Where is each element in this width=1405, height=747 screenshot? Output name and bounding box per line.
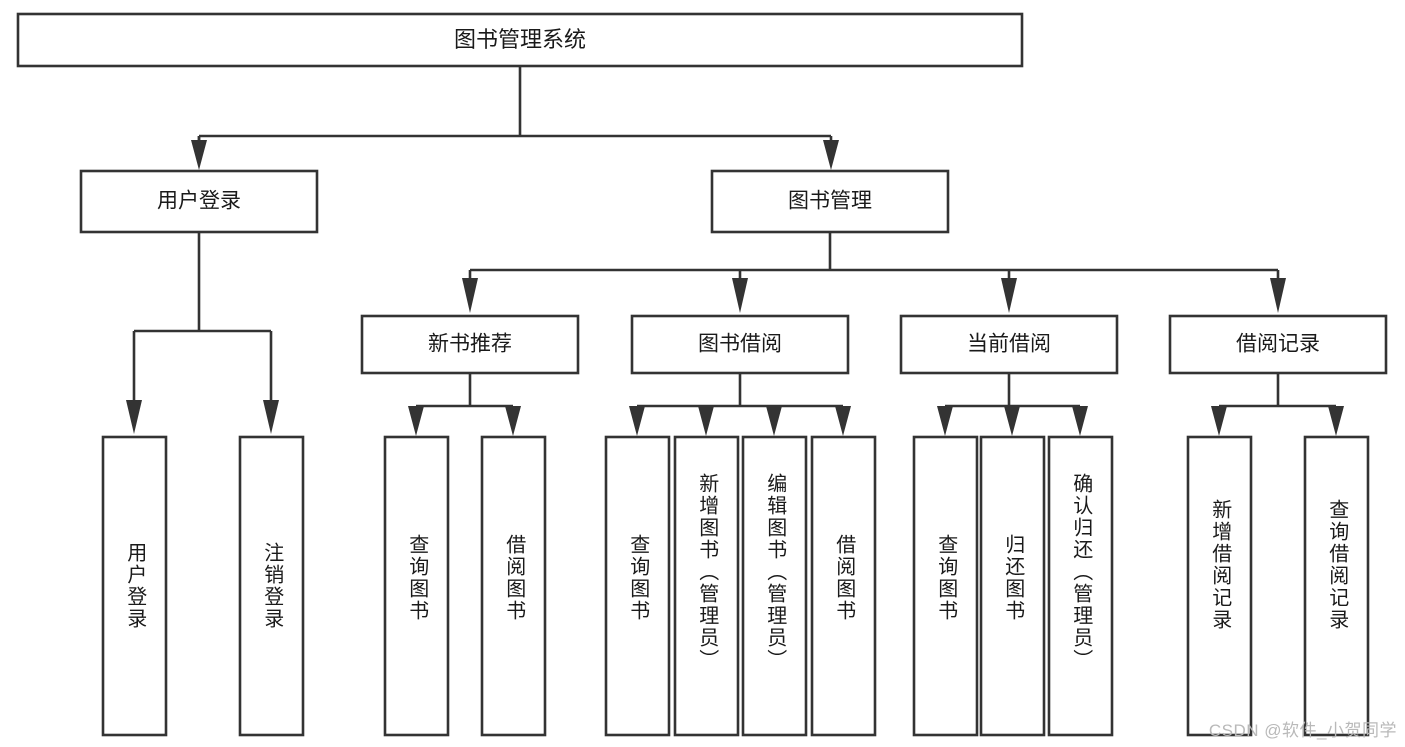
arrow-head-book-borrow [732,278,748,313]
connector-group-new-book-rec [408,373,521,436]
node-leaf-current-1-label: 查询图书 [935,534,958,622]
node-leaf-record-2-label: 查询借阅记录 [1326,499,1349,631]
arrow-head-new-book-rec [462,278,478,313]
connector-group-user-login [126,232,279,434]
node-leaf-book-borrow-2-box[interactable] [673,435,740,737]
node-borrow-record[interactable]: 借阅记录 [1168,314,1388,375]
node-leaf-new-book-1-box[interactable] [383,435,450,737]
node-leaf-current-3[interactable]: 确认归还（管理员） [1047,435,1114,737]
node-root-label: 图书管理系统 [454,27,586,52]
node-leaf-book-borrow-1[interactable]: 查询图书 [604,435,671,737]
node-leaf-user-login-1-box[interactable] [101,435,168,737]
arrow-head-book-manage [823,140,839,170]
connector-group-borrow-record [1211,373,1344,436]
node-new-book-rec-label: 新书推荐 [428,333,512,356]
arrow-head-record-leaf-2 [1328,406,1344,436]
node-new-book-rec[interactable]: 新书推荐 [360,314,580,375]
node-leaf-user-login-2-label: 注销登录 [261,542,284,630]
node-leaf-user-login-2[interactable]: 注销登录 [238,435,305,737]
node-root[interactable]: 图书管理系统 [16,12,1024,68]
node-leaf-book-borrow-4[interactable]: 借阅图书 [810,435,877,737]
node-book-manage[interactable]: 图书管理 [710,169,950,234]
node-leaf-new-book-2[interactable]: 借阅图书 [480,435,547,737]
node-leaf-current-1-box[interactable] [912,435,979,737]
arrow-head-current-leaf-2 [1004,406,1020,436]
node-leaf-current-1[interactable]: 查询图书 [912,435,979,737]
arrow-head-book-borrow-leaf-3 [766,406,782,436]
node-leaf-current-2-label: 归还图书 [1002,534,1025,622]
node-user-login[interactable]: 用户登录 [79,169,319,234]
node-leaf-book-borrow-4-box[interactable] [810,435,877,737]
node-leaf-book-borrow-3-box[interactable] [741,435,808,737]
arrow-head-book-borrow-leaf-4 [835,406,851,436]
node-leaf-user-login-1[interactable]: 用户登录 [101,435,168,737]
arrow-head-user-login-leaf-2 [263,400,279,434]
connector-group-root [191,66,839,170]
node-leaf-new-book-1[interactable]: 查询图书 [383,435,450,737]
node-borrow-record-box[interactable] [1168,314,1388,375]
node-leaf-current-2-box[interactable] [979,435,1046,737]
node-leaf-current-3-label: 确认归还（管理员） [1070,473,1093,671]
node-current-borrow[interactable]: 当前借阅 [899,314,1119,375]
node-leaf-record-2-box[interactable] [1303,435,1370,737]
node-book-manage-label: 图书管理 [788,190,872,213]
node-leaf-current-3-box[interactable] [1047,435,1114,737]
arrow-head-current-leaf-1 [937,406,953,436]
arrow-head-user-login [191,140,207,170]
arrow-head-record-leaf-1 [1211,406,1227,436]
node-leaf-user-login-2-box[interactable] [238,435,305,737]
arrow-head-current-borrow [1001,278,1017,313]
node-leaf-current-2[interactable]: 归还图书 [979,435,1046,737]
arrow-head-book-borrow-leaf-1 [629,406,645,436]
arrow-head-user-login-leaf-1 [126,400,142,434]
node-borrow-record-label: 借阅记录 [1236,333,1320,356]
node-leaf-book-borrow-3-label: 编辑图书（管理员） [764,473,787,671]
connector-group-current-borrow [937,373,1088,436]
node-current-borrow-box[interactable] [899,314,1119,375]
node-leaf-record-1-box[interactable] [1186,435,1253,737]
node-leaf-user-login-1-label: 用户登录 [124,542,147,630]
arrow-head-current-leaf-3 [1072,406,1088,436]
node-leaf-book-borrow-2-label: 新增图书（管理员） [696,473,719,671]
node-leaf-new-book-2-label: 借阅图书 [503,534,526,622]
node-book-manage-box[interactable] [710,169,950,234]
node-current-borrow-label: 当前借阅 [967,333,1051,356]
node-leaf-book-borrow-1-box[interactable] [604,435,671,737]
node-leaf-new-book-1-label: 查询图书 [406,534,429,622]
arrow-head-borrow-record [1270,278,1286,313]
node-leaf-book-borrow-4-label: 借阅图书 [833,534,856,622]
arrow-head-new-book-leaf-1 [408,406,424,436]
node-root-box[interactable] [16,12,1024,68]
arrow-head-new-book-leaf-2 [505,406,521,436]
node-book-borrow[interactable]: 图书借阅 [630,314,850,375]
node-book-borrow-label: 图书借阅 [698,333,782,356]
arrow-head-book-borrow-leaf-2 [698,406,714,436]
node-leaf-book-borrow-1-label: 查询图书 [627,534,650,622]
node-user-login-label: 用户登录 [157,190,241,213]
connector-group-book-borrow [629,373,851,436]
node-leaf-new-book-2-box[interactable] [480,435,547,737]
node-leaf-book-borrow-3[interactable]: 编辑图书（管理员） [741,435,808,737]
node-leaf-record-1[interactable]: 新增借阅记录 [1186,435,1253,737]
node-leaf-record-2[interactable]: 查询借阅记录 [1303,435,1370,737]
node-leaf-book-borrow-2[interactable]: 新增图书（管理员） [673,435,740,737]
connector-group-book-manage [462,232,1286,313]
node-leaf-record-1-label: 新增借阅记录 [1209,499,1232,631]
